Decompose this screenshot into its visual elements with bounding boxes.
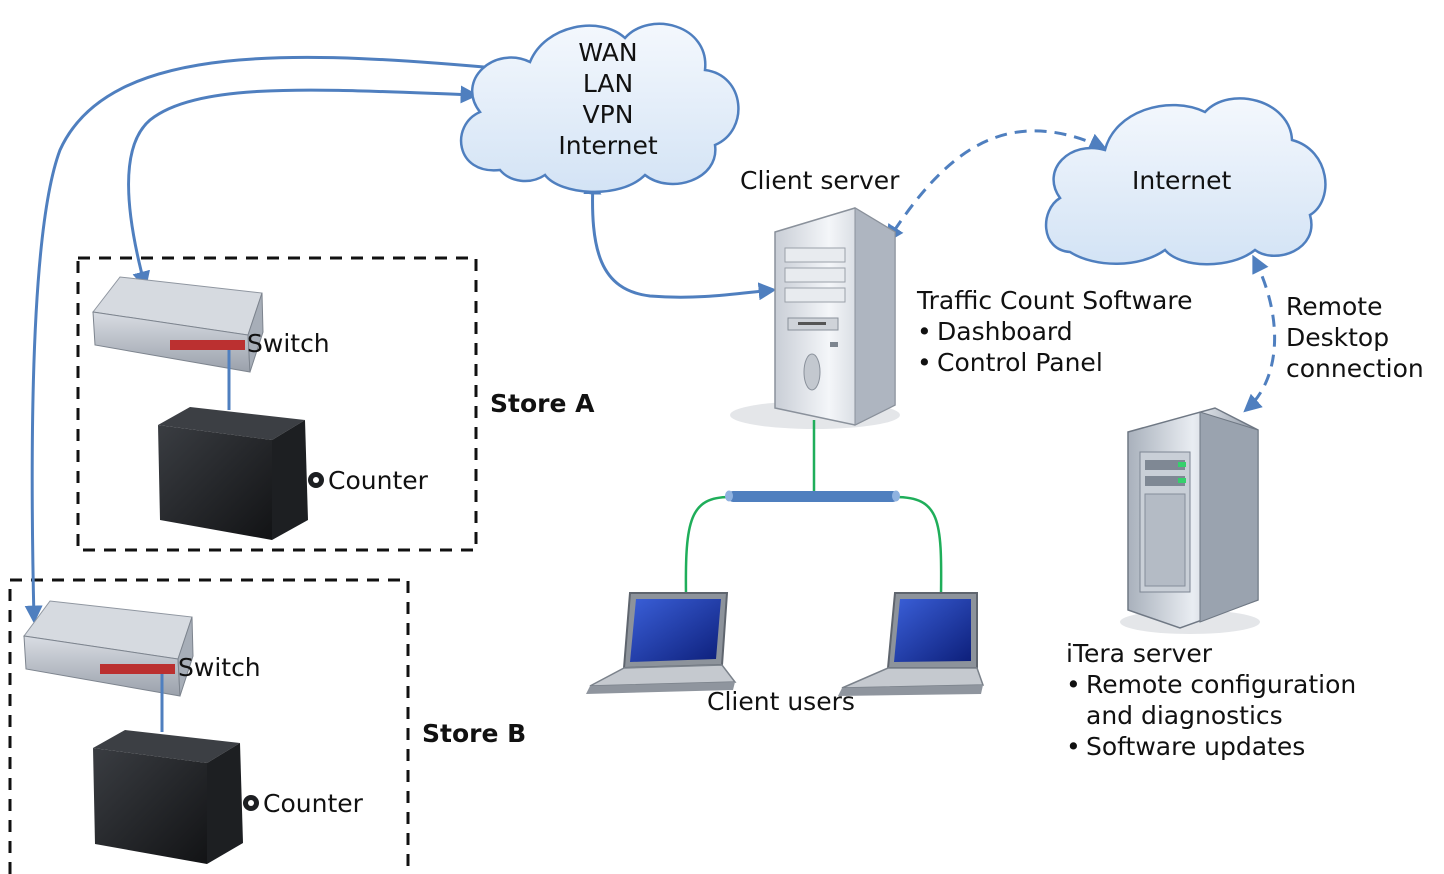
software-feature: Dashboard — [917, 316, 1192, 347]
link-internet-to-itera-server — [1243, 254, 1277, 413]
store-a-switch-label: Switch — [247, 329, 330, 358]
internet-cloud — [1044, 97, 1327, 266]
itera-server-rack — [1120, 407, 1260, 634]
store-b-switch-label: Switch — [178, 653, 261, 682]
link-cloud-to-client-server — [583, 176, 777, 301]
remote-line: Remote — [1286, 292, 1383, 321]
store-b-counter — [93, 730, 259, 864]
store-b-counter-label: Counter — [263, 789, 363, 818]
itera-feature: Remote configuration and diagnostics — [1066, 669, 1356, 731]
software-feature: Control Panel — [917, 347, 1192, 378]
network-cloud-line: VPN — [582, 100, 634, 129]
store-a-counter-label: Counter — [328, 466, 428, 495]
software-title: Traffic Count Software — [917, 286, 1193, 315]
itera-feature-line: and diagnostics — [1086, 701, 1283, 730]
itera-title: iTera server — [1066, 639, 1213, 668]
store-b-name: Store B — [422, 719, 527, 748]
remote-desktop-label: Remote Desktop connection — [1286, 291, 1424, 384]
client-lan — [684, 420, 943, 596]
network-cloud-line: Internet — [558, 131, 658, 160]
laptop-left — [586, 592, 737, 694]
itera-feature-line: Remote configuration — [1086, 670, 1357, 699]
network-cloud-line: WAN — [578, 38, 638, 67]
laptop-right — [838, 592, 985, 696]
internet-cloud-label: Internet — [1132, 166, 1232, 195]
remote-line: Desktop — [1286, 323, 1390, 352]
network-cloud-label: WAN LAN VPN Internet — [548, 37, 668, 161]
link-cloud-to-store-a — [127, 85, 479, 290]
traffic-count-software: Traffic Count Software Dashboard Control… — [917, 285, 1192, 378]
itera-server-label: iTera server Remote configuration and di… — [1066, 638, 1356, 762]
store-b-switch — [23, 600, 194, 697]
itera-feature: Software updates — [1066, 731, 1356, 762]
network-cloud-line: LAN — [582, 69, 634, 98]
remote-line: connection — [1286, 354, 1424, 383]
network-cloud — [459, 22, 740, 194]
store-a-switch — [92, 276, 264, 373]
client-server-tower — [730, 207, 900, 429]
store-a-name: Store A — [490, 389, 595, 418]
client-server-title: Client server — [740, 166, 900, 195]
client-users-label: Client users — [707, 687, 855, 716]
store-a-counter — [158, 407, 324, 540]
link-cloud-to-store-b — [24, 55, 521, 624]
link-internet-to-client-server — [886, 129, 1108, 244]
